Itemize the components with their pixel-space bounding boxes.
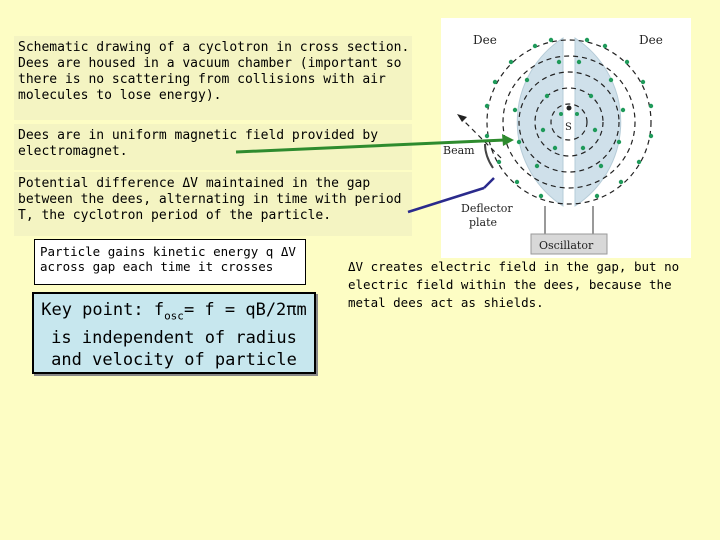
top-text-band [14,36,412,120]
deflector-plate [484,143,494,169]
ion-source [566,105,572,111]
key-point-box: Key point: fosc= f = qB/2πm is independe… [32,292,316,374]
source-label: S [565,122,572,133]
beam-label: Beam [443,144,475,157]
deflector-label-2: plate [469,216,497,229]
deflector-label-1: Deflector [461,202,513,215]
orbit-2 [534,87,604,157]
lower-text-band [14,172,412,236]
cyclotron-diagram: Dee Dee S Beam Deflector plate Oscillato… [443,33,663,255]
key-point-prefix: Key point: f [41,300,165,320]
oscillator-box [530,233,608,255]
orbit-4 [502,55,636,189]
dee-right-label: Dee [639,33,663,47]
oscillator-label: Oscillator [539,239,594,252]
schematic-description: Schematic drawing of a cyclotron in cros… [18,40,418,103]
key-point-rest: is independent of radius and velocity of… [51,328,297,371]
potential-difference-description: Potential difference ΔV maintained in th… [18,176,410,223]
key-point-formula: = f = qB/2πm [183,300,307,320]
key-point-subscript: osc [164,309,184,323]
orbit-3 [518,71,620,173]
cyclotron-figure: Dee Dee S Beam Deflector plate Oscillato… [441,18,691,258]
orbit-1 [550,103,588,141]
kinetic-energy-note: Particle gains kinetic energy q ΔV acros… [34,239,306,285]
beam-arrowhead [457,114,467,122]
magnetic-field-dots [484,37,654,199]
dees-field-description: Dees are in uniform magnetic field provi… [18,128,386,159]
orbit-5 [486,39,652,205]
electric-field-description: ΔV creates electric field in the gap, bu… [348,259,687,310]
dee-left-label: Dee [473,33,497,47]
